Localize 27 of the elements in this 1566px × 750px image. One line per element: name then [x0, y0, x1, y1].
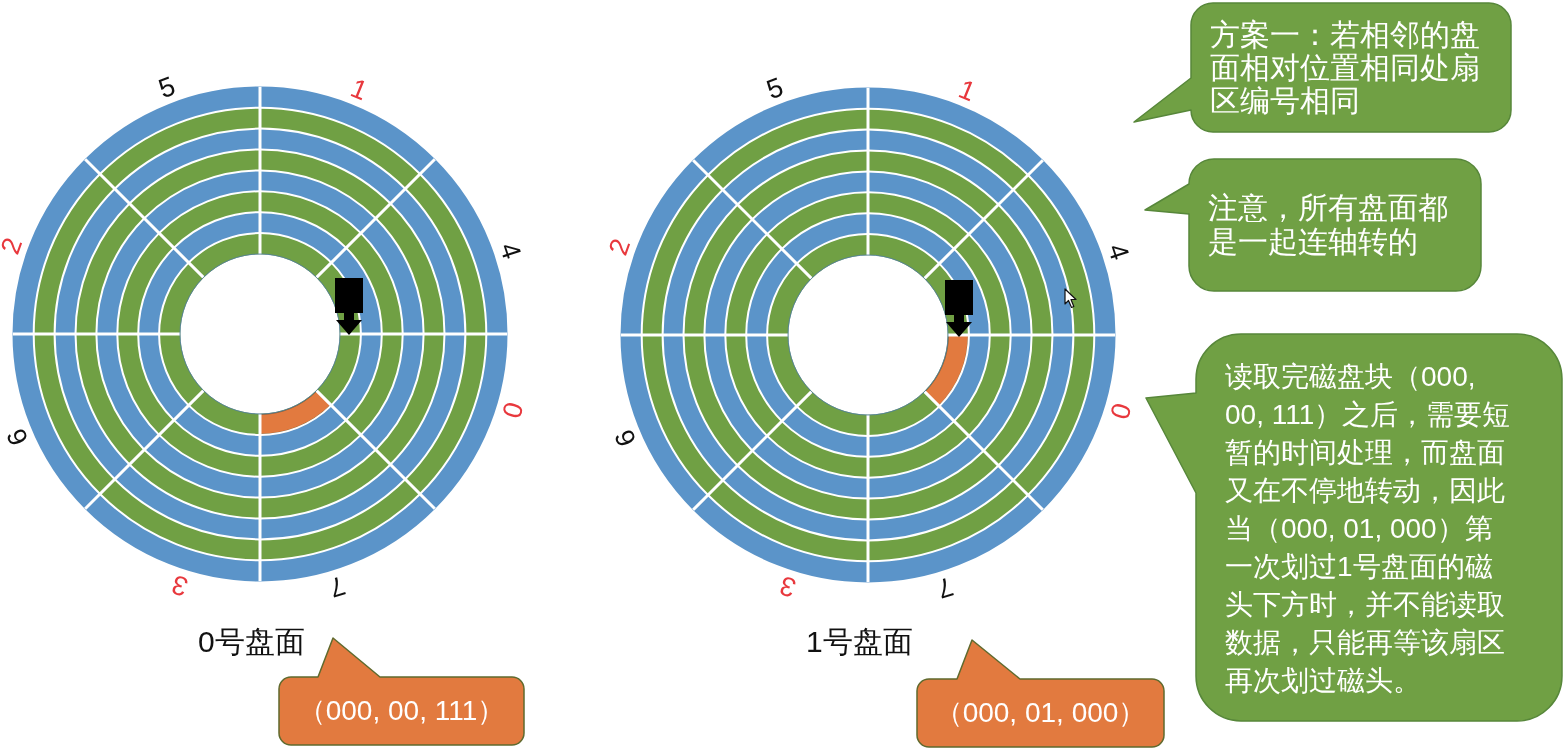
sector-number: 0 [1104, 399, 1135, 423]
sector-number: 3 [777, 570, 800, 601]
sector-number: 4 [1102, 240, 1133, 264]
sector-number: 3 [169, 569, 192, 600]
speech-bubble [916, 639, 1165, 748]
bubble-text: 方案一：若相邻的盘面相对位置相同处扇区编号相同 [1210, 18, 1481, 117]
sector-number: 7 [933, 571, 956, 602]
sector-number: 7 [325, 570, 348, 601]
sector-number: 1 [346, 74, 371, 106]
speech-bubble [1144, 158, 1482, 292]
bubble-text: （000, 01, 000） [934, 696, 1147, 730]
sector-number: 5 [763, 73, 788, 105]
bubble-text: （000, 00, 111） [297, 694, 506, 728]
platter-label: 1号盘面 [806, 627, 913, 657]
speech-bubble [1133, 2, 1512, 133]
sector-number: 6 [2, 424, 34, 449]
bubble-text: 读取完磁盘块（000, 00, 111）之后，需要短暂的时间处理，而盘面又在不停地转动，因此当（000, 01, 000）第一次划过1号盘面的磁头下方时，并不能读取数据，只能再等该扇区再次划过磁头。 [1225, 360, 1511, 698]
sector-number: 2 [0, 234, 28, 258]
sector-number: 6 [610, 425, 642, 450]
sector-number: 1 [954, 75, 979, 107]
sector-number: 4 [494, 239, 525, 263]
platter-label: 0号盘面 [198, 627, 305, 657]
bubble-text: 注意，所有盘面都是一起连轴转的 [1208, 191, 1449, 259]
sector-number: 5 [155, 72, 180, 104]
sector-number: 0 [496, 398, 527, 422]
speech-bubble [1145, 333, 1563, 722]
sector-number: 2 [605, 235, 636, 259]
